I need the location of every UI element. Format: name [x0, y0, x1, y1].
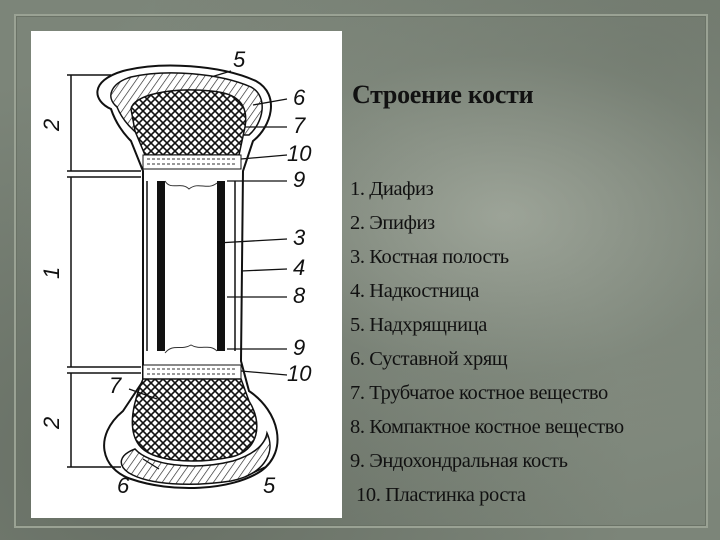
label-8: 8: [293, 283, 306, 308]
legend-item: 5. Надхрящница: [350, 308, 624, 342]
legend-item: 4. Надкостница: [350, 274, 624, 308]
bracket-label-1: 1: [39, 267, 64, 279]
label-7-top: 7: [293, 113, 306, 138]
label-5-bottom: 5: [263, 473, 276, 498]
legend-item: 10. Пластинка роста: [350, 478, 624, 512]
legend-item: 8. Компактное костное вещество: [350, 410, 624, 444]
bracket-label-2-top: 2: [39, 119, 64, 132]
label-3: 3: [293, 225, 306, 250]
compact-bone-right: [217, 181, 225, 351]
bracket-label-2-bottom: 2: [39, 417, 64, 430]
spongy-bone-bottom: [132, 379, 257, 461]
legend-list: 1. Диафиз 2. Эпифиз 3. Костная полость 4…: [350, 172, 624, 512]
legend-item: 1. Диафиз: [350, 172, 624, 206]
label-6-top: 6: [293, 85, 306, 110]
label-10-top: 10: [287, 141, 312, 166]
legend-item: 6. Суставной хрящ: [350, 342, 624, 376]
legend-item: 7. Трубчатое костное вещество: [350, 376, 624, 410]
growth-plate-top: [143, 155, 241, 169]
compact-bone-left: [157, 181, 165, 351]
legend-item: 9. Эндохондральная кость: [350, 444, 624, 478]
bone-structure-figure: 5 6 7 10 9 3 4 8 9 10 7 6 5 2 1 2: [31, 31, 342, 518]
slide-title: Строение кости: [352, 80, 533, 110]
label-9-bottom: 9: [293, 335, 305, 360]
label-7-bottom: 7: [109, 373, 122, 398]
legend-item: 2. Эпифиз: [350, 206, 624, 240]
bone-diagram: 5 6 7 10 9 3 4 8 9 10 7 6 5 2 1 2: [31, 31, 342, 518]
label-9-top: 9: [293, 167, 305, 192]
label-10-bottom: 10: [287, 361, 312, 386]
legend-item: 3. Костная полость: [350, 240, 624, 274]
spongy-bone-top: [131, 90, 246, 155]
label-4: 4: [293, 255, 305, 280]
label-5-top: 5: [233, 47, 246, 72]
growth-plate-bottom: [143, 365, 241, 379]
label-6-bottom: 6: [117, 473, 130, 498]
